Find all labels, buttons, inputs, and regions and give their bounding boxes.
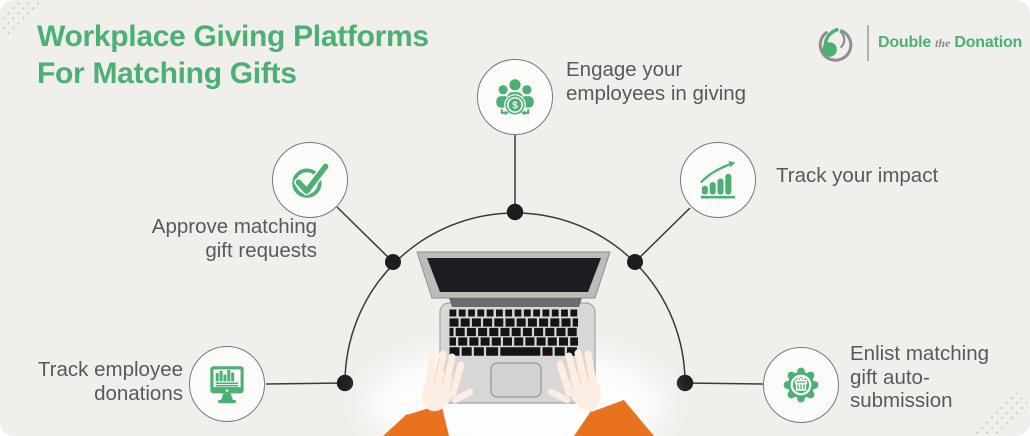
laptop <box>416 251 611 404</box>
node-label-engage: Engage your employees in giving <box>566 58 747 105</box>
svg-text:$: $ <box>512 101 518 112</box>
gear-gift-icon <box>783 367 819 403</box>
employees-giving-icon: $ <box>496 79 534 116</box>
logo-divider <box>867 25 869 61</box>
node-label-approve: Approve matching gift requests <box>151 215 317 262</box>
laptop-screen <box>427 258 601 292</box>
node-label-employee: Track employee donations <box>37 358 183 405</box>
monitor-chart-icon <box>210 366 244 404</box>
node-circle-engage: $ <box>477 59 553 135</box>
laptop-keyboard <box>449 309 578 356</box>
left-hand <box>383 350 474 436</box>
checkmark-icon <box>292 162 331 198</box>
page-title: Workplace Giving Platforms For Matching … <box>37 20 429 90</box>
double-the-donation-mark-icon <box>818 28 853 62</box>
growth-chart-icon <box>699 161 736 199</box>
node-circle-approve <box>272 142 348 218</box>
node-circle-employee <box>189 346 265 422</box>
arc-node-dots <box>336 203 694 392</box>
node-label-enlist: Enlist matching gift auto- submission <box>850 342 990 412</box>
logo-word-double: Double <box>878 34 932 51</box>
logo-text: Double the Donation <box>878 34 1022 52</box>
connector-lines <box>265 135 765 385</box>
laptop-touchpad <box>490 362 542 398</box>
node-circle-impact <box>680 142 756 218</box>
node-label-impact: Track your impact <box>776 164 939 187</box>
logo-word-the: the <box>935 36 951 50</box>
right-hand <box>547 349 654 436</box>
left-sleeve <box>383 403 449 436</box>
node-circle-enlist <box>763 347 839 423</box>
logo-word-donation: Donation <box>954 34 1023 51</box>
right-sleeve <box>574 399 654 436</box>
double-the-donation-logo: Double the Donation <box>814 21 1022 65</box>
